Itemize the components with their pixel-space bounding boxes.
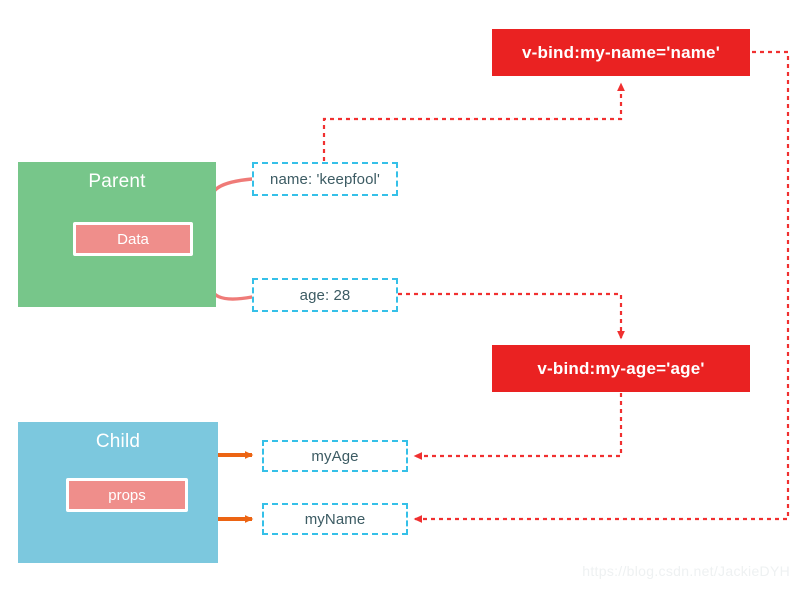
child-props-chip[interactable]: props (66, 478, 188, 512)
parent-field-name-label: name: 'keepfool' (270, 170, 380, 188)
parent-title: Parent (88, 171, 146, 192)
binding-my-name[interactable]: v-bind:my-name='name' (492, 29, 750, 76)
binding-my-age[interactable]: v-bind:my-age='age' (492, 345, 750, 392)
child-panel: Child props (18, 422, 218, 563)
wire-bindname-to-myname (413, 50, 790, 523)
child-props-chip-label: props (108, 486, 146, 504)
parent-data-chip-label: Data (117, 230, 149, 248)
wire-age-to-bindage (398, 292, 625, 340)
watermark: https://blog.csdn.net/JackieDYH (582, 563, 790, 579)
child-field-myname-label: myName (304, 510, 366, 528)
child-field-myage[interactable]: myAge (262, 440, 408, 472)
parent-panel: Parent Data (18, 162, 216, 307)
child-field-myage-label: myAge (311, 447, 359, 465)
parent-field-name[interactable]: name: 'keepfool' (252, 162, 398, 196)
child-field-myname[interactable]: myName (262, 503, 408, 535)
parent-data-chip[interactable]: Data (73, 222, 193, 256)
parent-field-age[interactable]: age: 28 (252, 278, 398, 312)
child-title: Child (95, 431, 141, 452)
binding-my-name-label: v-bind:my-name='name' (522, 42, 720, 62)
wire-name-to-bindname (322, 82, 625, 161)
wire-bindage-to-myage (413, 393, 623, 460)
parent-field-age-label: age: 28 (299, 286, 351, 304)
binding-my-age-label: v-bind:my-age='age' (537, 358, 705, 378)
